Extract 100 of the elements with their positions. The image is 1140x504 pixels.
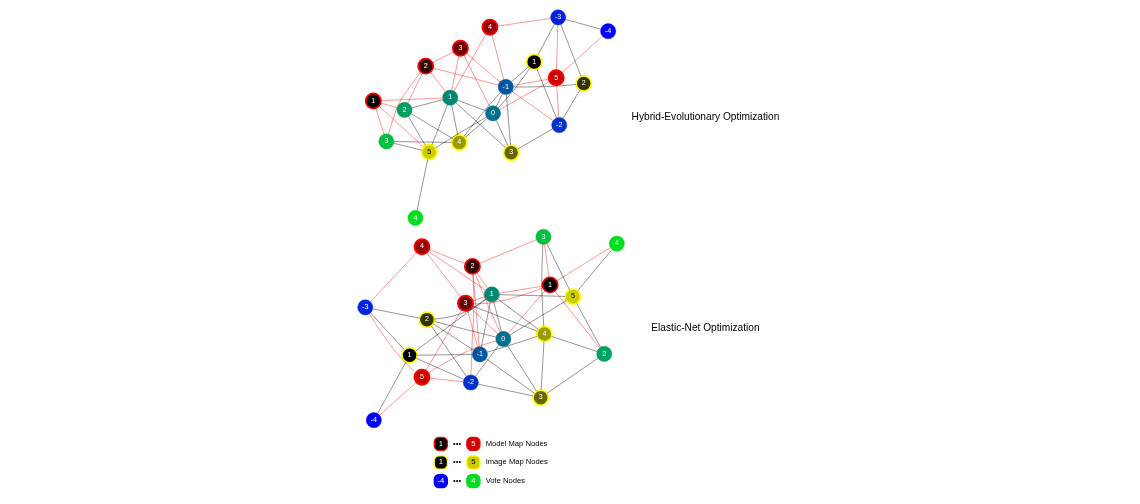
node-circle: -1	[471, 346, 488, 363]
node-circle: -4	[599, 23, 616, 40]
connector	[537, 23, 555, 56]
node-circle: 1	[541, 276, 559, 294]
node-circle: 0	[484, 105, 501, 122]
node-circle: -3	[357, 299, 373, 316]
node-circle: -4	[365, 412, 382, 429]
connector	[463, 54, 490, 107]
node-circle: 5	[547, 69, 565, 87]
node-circle: 4	[480, 18, 498, 36]
connector	[561, 36, 603, 73]
connector	[428, 249, 465, 264]
connector	[433, 299, 486, 320]
connector	[432, 323, 474, 351]
connector	[416, 354, 472, 356]
connector	[476, 272, 488, 289]
node-circle: 4	[407, 210, 423, 226]
node-circle: 2	[463, 257, 481, 275]
connector	[378, 382, 416, 416]
connector	[472, 287, 543, 304]
node-circle: -3	[549, 9, 566, 26]
connector	[451, 55, 459, 91]
legend-label: Image Map Nodes	[485, 457, 548, 467]
connector	[432, 67, 498, 86]
connector	[380, 102, 397, 108]
label: -4	[436, 476, 444, 485]
label: 5	[470, 438, 476, 448]
connector	[429, 72, 446, 92]
node-circle: 1	[525, 53, 543, 71]
connector	[428, 377, 463, 382]
connector	[466, 310, 478, 348]
node-circle: 4	[450, 134, 468, 151]
node-circle: 3	[451, 39, 469, 57]
connector	[498, 81, 550, 110]
connector	[512, 84, 576, 88]
node-circle: 0	[495, 331, 511, 347]
connector	[474, 273, 500, 333]
node-circle: 2	[417, 311, 435, 329]
connector	[427, 250, 486, 291]
connector	[465, 53, 500, 83]
connector	[498, 285, 543, 294]
connector	[472, 273, 479, 347]
connector	[368, 313, 416, 373]
node-circle: 3	[456, 294, 474, 312]
connector	[536, 68, 557, 119]
connector	[407, 72, 422, 104]
connector	[470, 308, 498, 334]
connector	[478, 239, 537, 264]
label: •••	[452, 438, 461, 448]
connector	[491, 34, 504, 80]
connector	[555, 247, 610, 282]
node-circle: 2	[416, 57, 434, 75]
connector	[425, 252, 461, 298]
connector	[555, 24, 558, 71]
connector	[378, 105, 424, 147]
connector	[453, 33, 486, 92]
node-circle: -2	[550, 117, 567, 133]
connector	[430, 325, 467, 377]
label: 1	[438, 438, 443, 448]
connector	[387, 71, 421, 135]
node-circle: 2	[595, 346, 612, 362]
node-circle: 2	[574, 75, 592, 92]
label: Hybrid-Evolutionary Optimization	[631, 111, 779, 123]
connector	[376, 361, 406, 414]
connector	[562, 89, 580, 119]
connector	[372, 308, 419, 319]
node-circle: 5	[413, 368, 430, 386]
node-circle: 3	[502, 144, 520, 162]
legend-label: Model Map Nodes	[485, 438, 547, 448]
connector	[431, 51, 454, 63]
label: •••	[452, 476, 461, 485]
connector	[472, 296, 485, 302]
connector	[425, 309, 462, 371]
connector	[543, 244, 549, 278]
label: Elastic-Net Optimization	[650, 322, 760, 334]
connector	[560, 24, 581, 77]
connector	[512, 78, 549, 86]
connector	[433, 321, 496, 338]
connector	[369, 252, 417, 302]
connector	[555, 85, 559, 118]
connector	[507, 290, 545, 334]
label: 5	[470, 457, 476, 467]
connector	[369, 312, 405, 350]
legend-label: Vote Nodes	[485, 476, 525, 485]
node-circle: 4	[608, 235, 625, 252]
connector	[510, 66, 529, 83]
node-circle: 4	[535, 325, 553, 343]
connector	[415, 298, 486, 351]
node-circle: -2	[462, 374, 479, 391]
node-circle: 2	[396, 101, 412, 118]
node-circle: 5	[420, 143, 438, 161]
connector	[380, 97, 443, 101]
node-circle: 1	[364, 92, 382, 110]
node-circle: 3	[535, 228, 551, 245]
connector	[427, 340, 496, 374]
connector	[470, 273, 474, 376]
label: 1	[438, 457, 443, 467]
node-circle: 3	[378, 133, 394, 150]
node-circle: 5	[563, 288, 581, 306]
label: 4	[470, 476, 476, 485]
